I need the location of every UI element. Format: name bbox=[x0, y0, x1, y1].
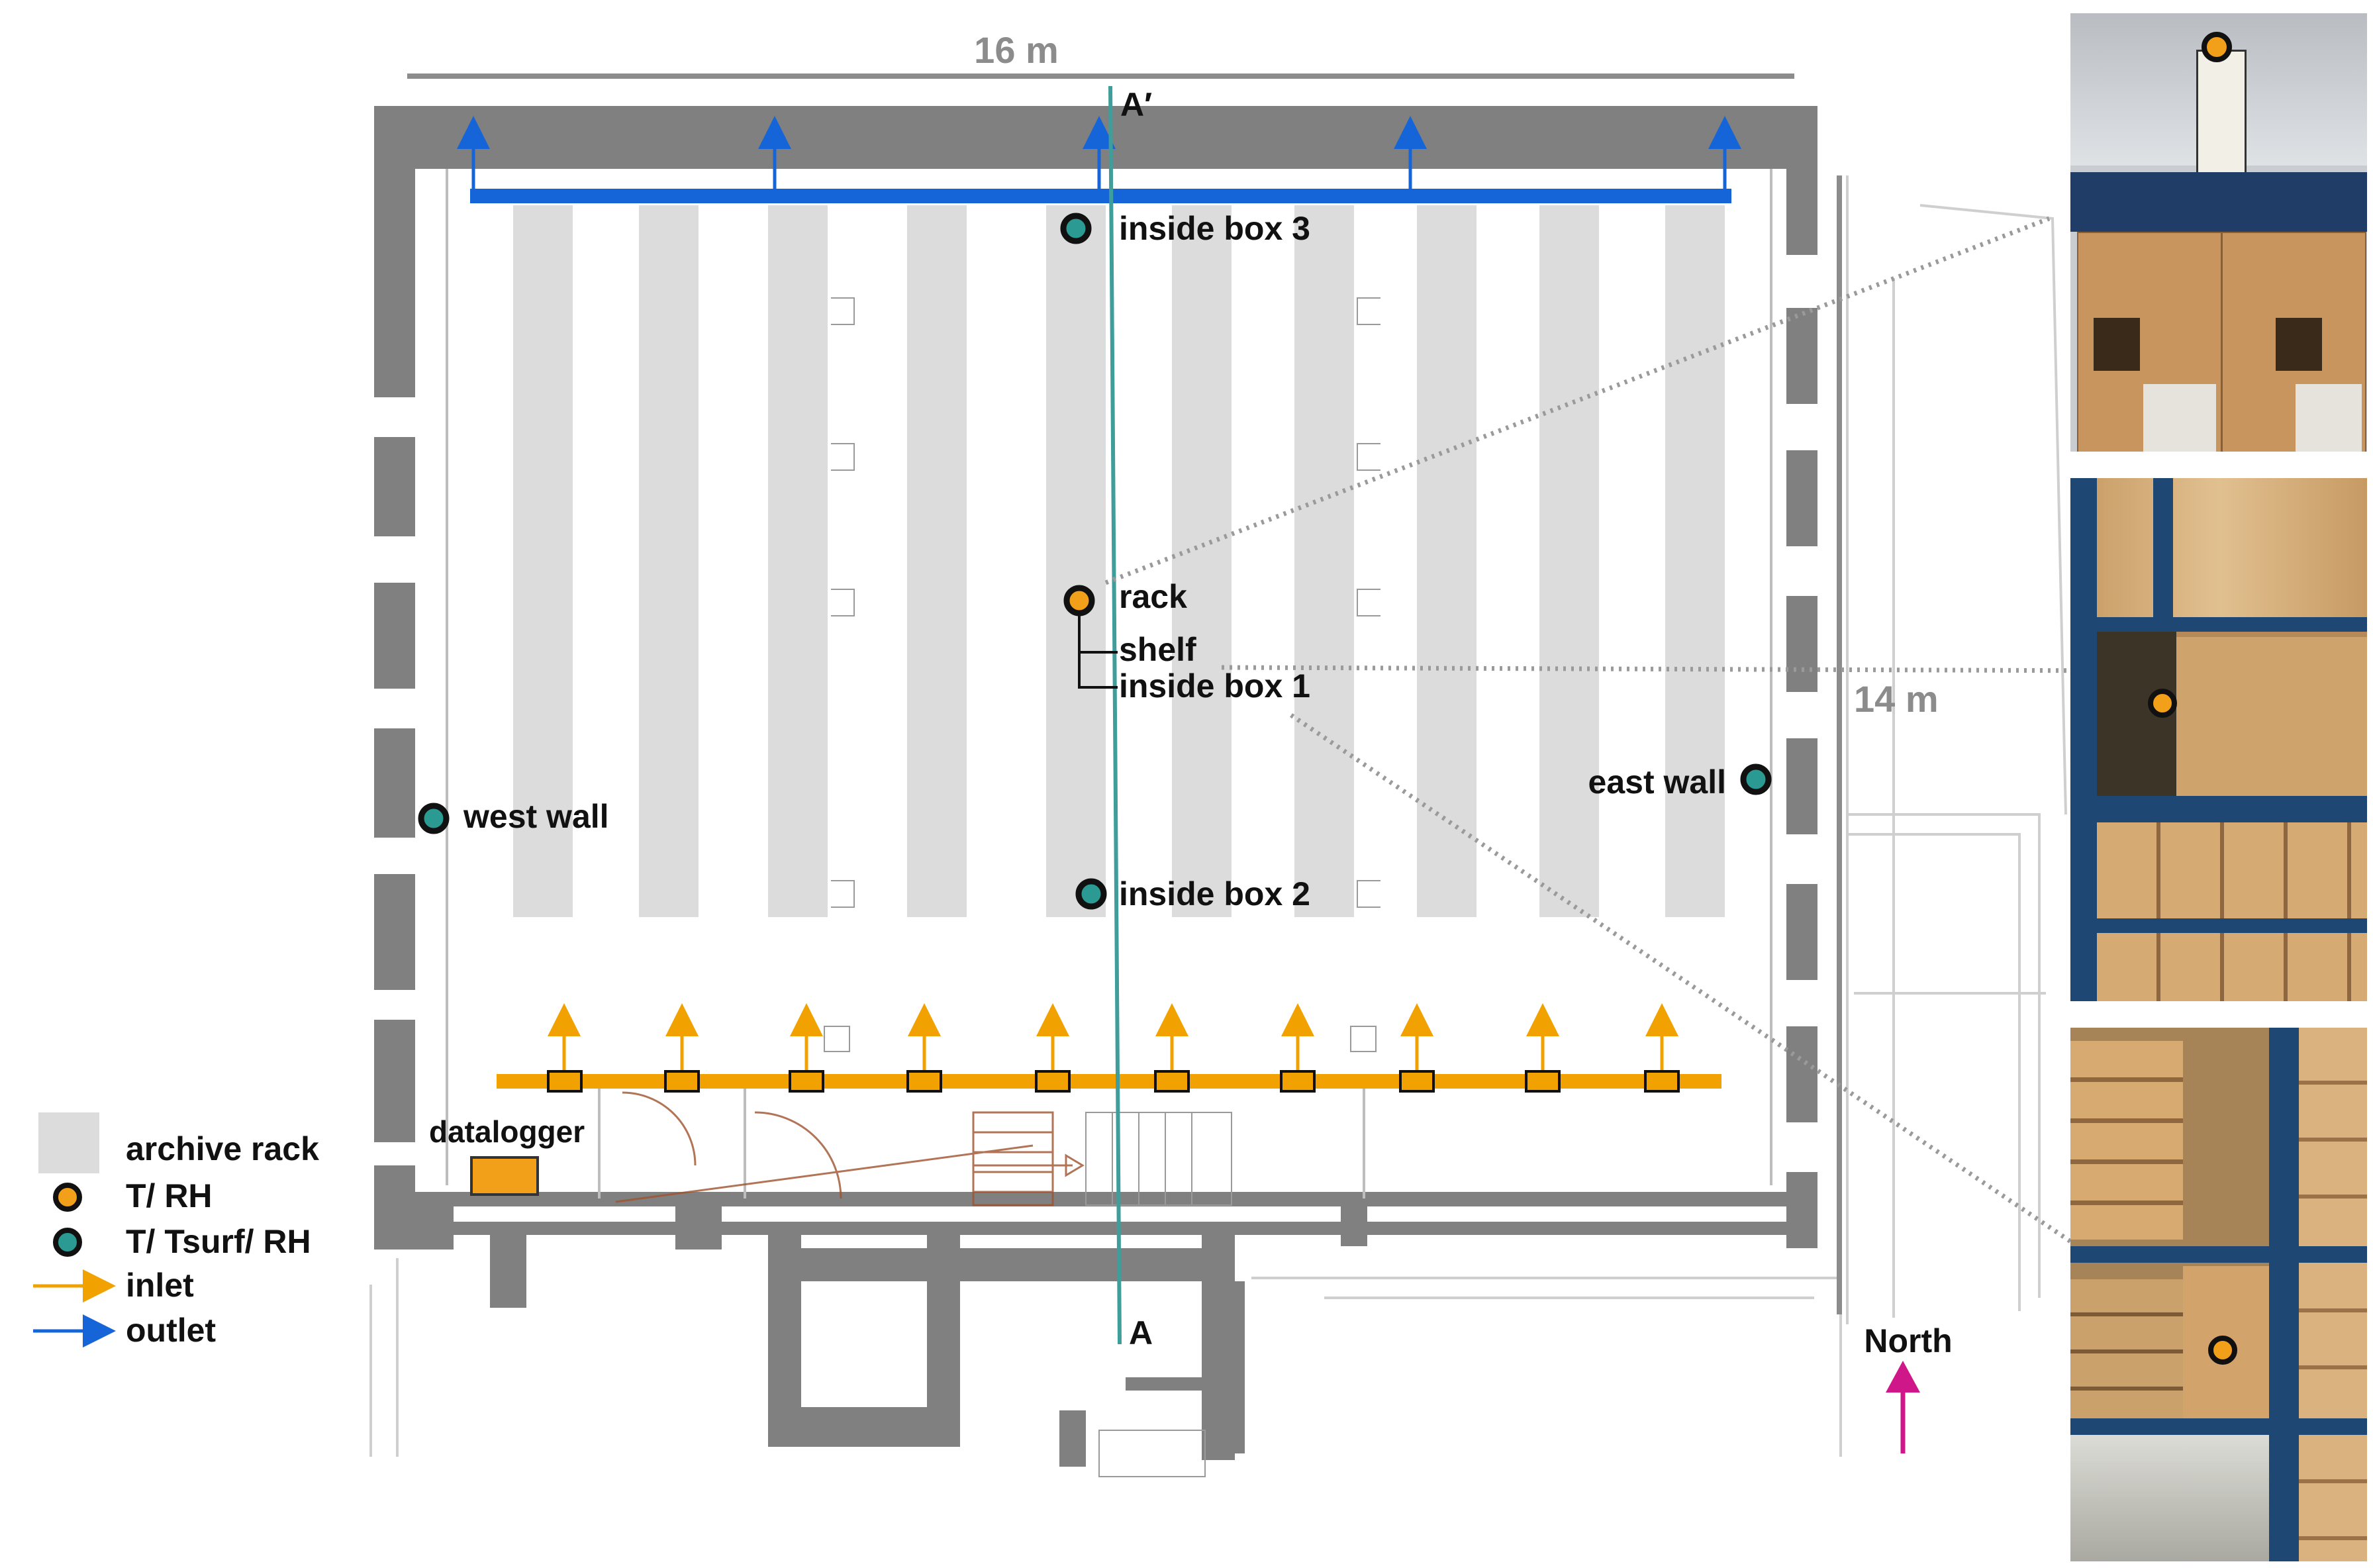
corridor-marks bbox=[1085, 1112, 1232, 1477]
width-dimension: 16 m bbox=[407, 29, 1794, 79]
archive-racks bbox=[513, 205, 1725, 917]
width-label: 16 m bbox=[974, 29, 1059, 71]
photo-flat-boxes bbox=[2070, 1279, 2183, 1418]
photo-logger-device bbox=[2196, 50, 2247, 186]
legend-outlet-label: outlet bbox=[126, 1312, 216, 1349]
north-label: North bbox=[1864, 1322, 1952, 1359]
section-line: A′ A bbox=[1108, 85, 1153, 1351]
photo-lower-boxes bbox=[2097, 822, 2367, 1001]
photo-box-label bbox=[2143, 384, 2216, 452]
outlet-duct bbox=[457, 116, 1741, 203]
column-marks bbox=[824, 297, 1380, 1052]
photo-logger-marker bbox=[2148, 689, 2177, 718]
archive-rack bbox=[1294, 205, 1354, 917]
photo-side-boxes bbox=[2299, 1028, 2367, 1561]
photo-shelf-bar bbox=[2070, 617, 2367, 632]
legend-tsurf-label: T/ Tsurf/ RH bbox=[126, 1223, 311, 1260]
legend-trh-marker bbox=[53, 1183, 82, 1212]
photo-shelf-bar bbox=[2070, 918, 2367, 933]
photo-logger-marker bbox=[2208, 1336, 2237, 1365]
photo-shelf-bar bbox=[2070, 796, 2367, 822]
section-label-top: A′ bbox=[1120, 86, 1152, 123]
section-label-bottom: A bbox=[1129, 1314, 1153, 1351]
datalogger: datalogger bbox=[429, 1114, 585, 1196]
photo-shelf-bar bbox=[2070, 1418, 2367, 1435]
archive-rack bbox=[1665, 205, 1725, 917]
photo-leader-lines bbox=[1104, 216, 2200, 1330]
legend-trh-label: T/ RH bbox=[126, 1177, 213, 1214]
archive-rack bbox=[1046, 205, 1106, 917]
sensor-label-rack: rack bbox=[1119, 578, 1187, 615]
sensor-inside-box-2: inside box 2 bbox=[1075, 875, 1310, 912]
sensor-label-shelf: shelf bbox=[1119, 631, 1196, 668]
sensor-inside-box-3: inside box 3 bbox=[1060, 210, 1310, 247]
photo-shelf-upright bbox=[2269, 1028, 2299, 1561]
photo-box bbox=[2176, 637, 2367, 799]
photo-box-label bbox=[2296, 384, 2362, 452]
photo-stacked-boxes bbox=[2070, 1041, 2183, 1240]
photo-shelf-bar bbox=[2070, 1246, 2367, 1263]
archive-rack bbox=[1539, 205, 1599, 917]
photo-box-handle bbox=[2276, 318, 2322, 371]
archive-rack bbox=[1172, 205, 1232, 917]
sensor-label-box2: inside box 2 bbox=[1119, 875, 1310, 912]
archive-rack bbox=[768, 205, 828, 917]
photo-shelf bbox=[2070, 478, 2367, 1001]
photo-rack-top bbox=[2070, 13, 2367, 452]
photo-box-handle bbox=[2094, 318, 2140, 371]
legend-rack-swatch bbox=[38, 1112, 99, 1173]
depth-dimension: 14 m bbox=[1837, 175, 1939, 1314]
archive-rack bbox=[907, 205, 967, 917]
inlet-duct bbox=[497, 1003, 1721, 1093]
photo-shelf-upright bbox=[2070, 478, 2097, 1001]
archive-rack bbox=[1417, 205, 1477, 917]
sensors: inside box 3 rack shelf inside box 1 ins… bbox=[418, 210, 1772, 912]
photo-shelf-edge bbox=[2070, 172, 2367, 232]
datalogger-label: datalogger bbox=[429, 1114, 585, 1149]
sensor-rack: rack shelf inside box 1 bbox=[1063, 578, 1310, 705]
archive-rack bbox=[639, 205, 699, 917]
legend-rack-label: archive rack bbox=[126, 1130, 319, 1167]
photo-logger-marker bbox=[2202, 32, 2232, 62]
photo-box-inside bbox=[2070, 1028, 2367, 1561]
depth-label: 14 m bbox=[1854, 678, 1939, 720]
sensor-label-box3: inside box 3 bbox=[1119, 210, 1310, 247]
sensor-west-wall: west wall bbox=[418, 798, 609, 835]
north-arrow: North bbox=[1864, 1322, 1953, 1453]
sensor-east-wall: east wall bbox=[1588, 763, 1772, 801]
legend: archive rack T/ RH T/ Tsurf/ RH inlet ou… bbox=[33, 1112, 319, 1349]
sensor-label-east: east wall bbox=[1588, 763, 1726, 801]
sensor-label-west: west wall bbox=[463, 798, 609, 835]
legend-inlet-label: inlet bbox=[126, 1267, 194, 1304]
photo-papers bbox=[2070, 1435, 2269, 1561]
archive-rack bbox=[513, 205, 573, 917]
sensor-label-box1: inside box 1 bbox=[1119, 667, 1310, 705]
stair-area bbox=[615, 1091, 1085, 1206]
legend-tsurf-marker bbox=[53, 1228, 82, 1257]
photo-upper-boxes bbox=[2070, 478, 2367, 624]
